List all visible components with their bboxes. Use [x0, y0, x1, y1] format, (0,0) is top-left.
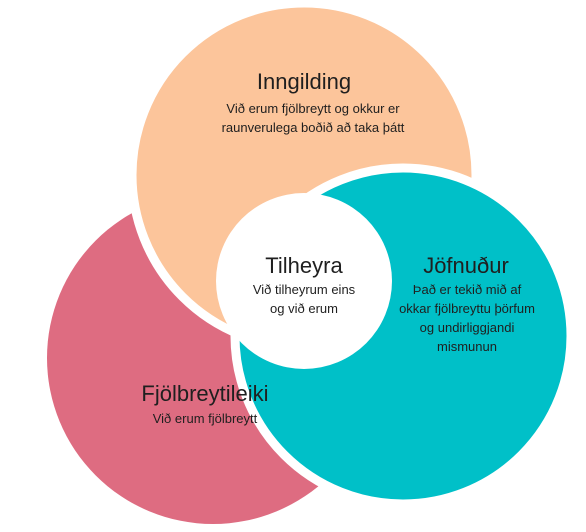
- center-text: Við tilheyrum eins og við erum: [252, 282, 356, 316]
- inngilding-title: Inngilding: [256, 69, 352, 94]
- jofnudur-title: Jöfnuður: [423, 253, 509, 278]
- fjolbreytileiki-text: Við erum fjölbreytt: [152, 411, 258, 426]
- center-title: Tilheyra: [265, 253, 343, 278]
- jofnudur-text: Það er tekið mið af okkar fjölbreyttu þö…: [399, 282, 535, 354]
- center-circle: [216, 193, 392, 369]
- fjolbreytileiki-title: Fjölbreytileiki: [141, 381, 269, 406]
- inngilding-text: Við erum fjölbreytt og okkur er raunveru…: [221, 101, 405, 135]
